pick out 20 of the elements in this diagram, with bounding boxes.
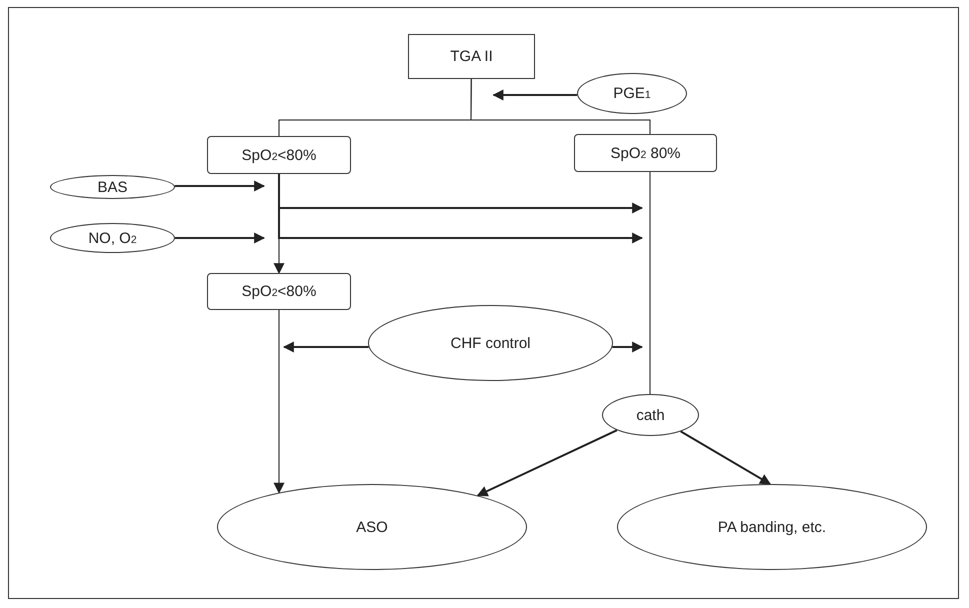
- process-box: [207, 136, 351, 174]
- node-label: PA banding, etc.: [718, 518, 826, 536]
- node-label: ASO: [356, 518, 388, 536]
- arrow: [278, 174, 644, 244]
- arrow: [476, 429, 618, 496]
- arrow: [612, 342, 644, 352]
- arrow: [680, 430, 771, 485]
- arrow: [175, 232, 266, 244]
- node-label: BAS: [97, 178, 128, 196]
- process-box: [574, 134, 717, 172]
- connector-line: [470, 78, 650, 134]
- node-label: TGA II: [450, 48, 493, 65]
- arrow: [174, 180, 266, 192]
- arrow: [282, 342, 369, 352]
- process-box: [207, 273, 351, 310]
- process-box: [408, 34, 535, 79]
- arrow: [274, 310, 284, 494]
- node-label: CHF control: [450, 334, 531, 352]
- arrow: [492, 90, 578, 100]
- node-label: cath: [636, 406, 665, 424]
